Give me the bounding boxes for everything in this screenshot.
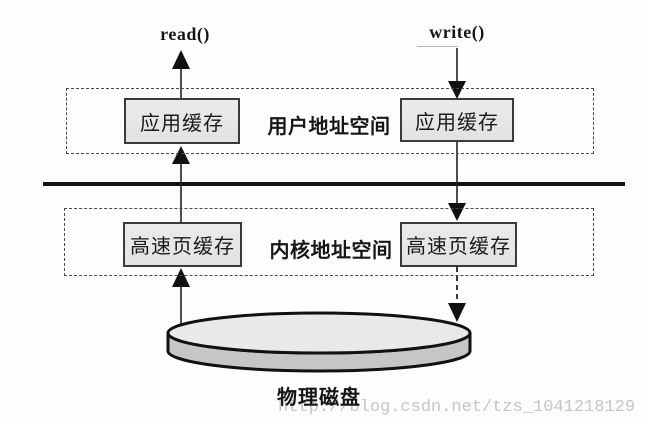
appbuffer-to-pagecache-arrow [448,142,466,221]
disk-top [166,311,472,355]
write-underline-mark [417,46,458,47]
read-syscall-arrow [172,50,190,98]
watermark: http://blog.csdn.net/tzs_1041218129 [278,398,636,417]
write-syscall-arrow [448,48,466,99]
read-arrowhead-icon [172,50,190,69]
write-arrowhead-icon [448,81,466,99]
disk-to-pagecache-arrow [172,268,190,331]
app-buffer-box-write: 应用缓存 [400,98,514,142]
pagecache-to-appbuffer-arrowhead-icon [172,146,190,164]
writeback-arrowhead-icon [448,303,466,322]
disk-label: 物理磁盘 [277,387,361,409]
disk-to-pagecache-arrowhead-icon [172,268,190,287]
user-space-region [66,88,594,154]
page-cache-box-write: 高速页缓存 [400,222,517,267]
kernel-space-label: 内核地址空间 [269,240,393,262]
user-space-label: 用户地址空间 [267,116,391,138]
page-cache-box-read: 高速页缓存 [123,222,242,267]
pagecache-to-appbuffer-arrow [172,146,190,222]
physical-disk-icon [166,311,472,373]
app-buffer-box-read: 应用缓存 [124,98,240,144]
read-call-label: read() [160,24,210,44]
kernel-space-region [64,208,594,276]
write-call-label: write() [429,22,485,42]
pagecache-to-disk-writeback-arrow [448,267,466,322]
appbuffer-to-pagecache-arrowhead-icon [448,203,466,221]
